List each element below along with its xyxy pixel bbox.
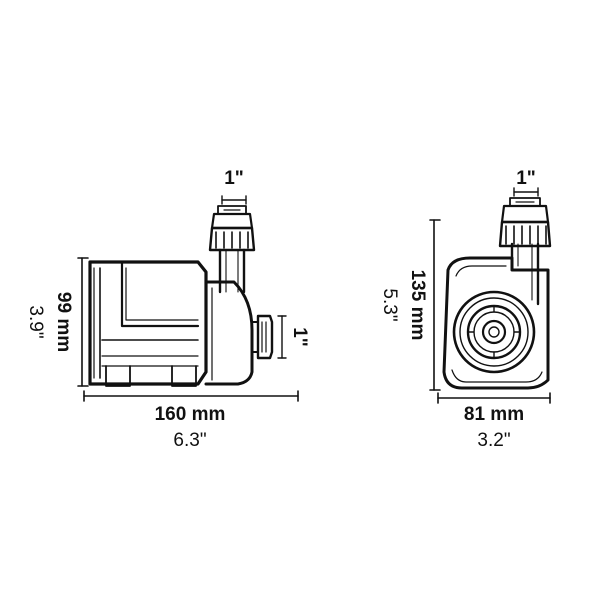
front-outlet-size-line <box>513 187 539 197</box>
side-width-in-label: 6.3" <box>173 430 206 451</box>
side-height-in-label: 3.9" <box>25 305 46 338</box>
front-height-dimension-line <box>429 219 441 391</box>
side-height-mm-label: 99 mm <box>53 292 74 352</box>
side-view-pump-drawing <box>88 205 274 387</box>
side-outlet-size-label: 1" <box>224 168 244 189</box>
side-view: 99 mm 3.9" 160 mm 6.3" 1" 1" <box>25 168 310 451</box>
front-height-in-label: 5.3" <box>379 288 400 321</box>
front-height-mm-label: 135 mm <box>407 270 428 341</box>
front-width-mm-label: 81 mm <box>464 404 524 425</box>
side-width-mm-label: 160 mm <box>155 404 226 425</box>
front-view-pump-drawing <box>442 197 552 390</box>
side-inlet-size-label: 1" <box>289 327 310 347</box>
side-height-dimension-line <box>77 257 89 387</box>
side-inlet-size-line <box>277 315 287 359</box>
side-outlet-size-line <box>221 195 247 205</box>
front-width-in-label: 3.2" <box>477 430 510 451</box>
front-width-dimension-line <box>437 392 551 404</box>
front-view: 135 mm 5.3" 81 mm 3.2" 1" <box>379 168 552 451</box>
side-width-dimension-line <box>83 390 299 402</box>
front-outlet-size-label: 1" <box>516 168 536 189</box>
